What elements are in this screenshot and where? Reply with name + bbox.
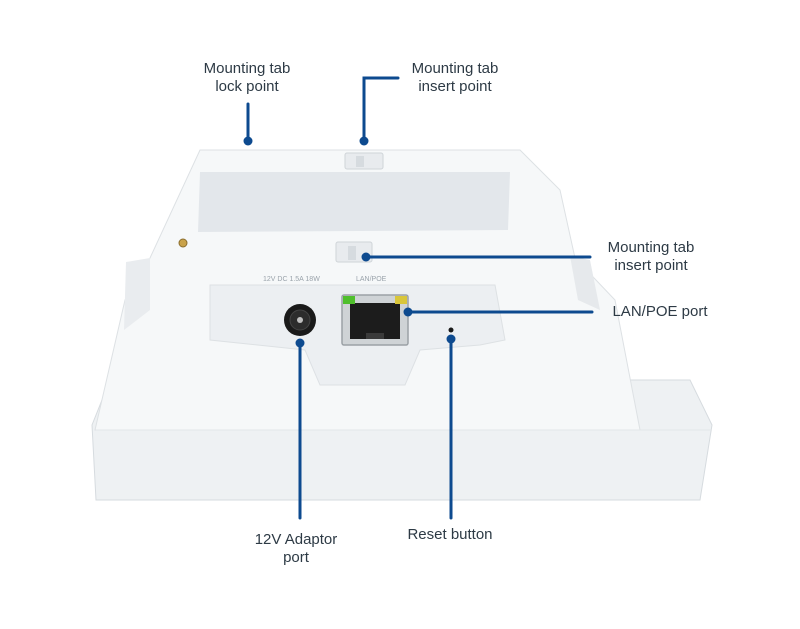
callout-insert-top-line2: insert point: [418, 78, 492, 95]
mounting-tab-slot-top: [344, 152, 384, 170]
callout-insert-middle: Mounting tab insert point: [590, 239, 712, 275]
callout-insert-middle-line2: insert point: [614, 257, 688, 274]
reset-pinhole: [448, 327, 454, 333]
leader-insert-top: [362, 76, 400, 143]
lan-legend-text: LAN/POE: [356, 276, 387, 283]
port-led-green: [343, 296, 355, 304]
callout-adaptor-line2: port: [283, 549, 309, 566]
callout-insert-top: Mounting tab insert point: [394, 60, 516, 96]
callout-lock-point-line2: lock point: [215, 78, 279, 95]
callout-insert-top-line1: Mounting tab: [411, 60, 499, 77]
callout-lock-point-line1: Mounting tab: [203, 60, 291, 77]
left-side-fin: [124, 258, 150, 330]
callout-adaptor-line1: 12V Adaptor: [254, 531, 338, 548]
callout-adaptor: 12V Adaptor port: [236, 531, 356, 567]
port-led-amber: [395, 296, 407, 304]
rj45-port: [341, 294, 409, 346]
label-panel: [198, 172, 510, 232]
dc-power-jack: [284, 304, 316, 336]
screw-hole: [178, 238, 188, 248]
callout-insert-middle-line1: Mounting tab: [607, 239, 695, 256]
leader-dot-reset: [446, 334, 456, 344]
callout-lan-poe: LAN/POE port: [598, 303, 722, 321]
leader-dot-insert-middle: [361, 252, 371, 262]
callout-lock-point: Mounting tab lock point: [186, 60, 308, 96]
leader-dot-lan: [403, 307, 413, 317]
callout-reset: Reset button: [390, 526, 510, 544]
leader-dot-insert-top: [359, 136, 369, 146]
access-point-device: 12V DC 1.5A 18W LAN/POE: [91, 149, 713, 501]
right-side-fin: [570, 256, 600, 310]
power-legend-text: 12V DC 1.5A 18W: [263, 276, 320, 283]
leader-dot-adaptor: [295, 338, 305, 348]
callout-lan-poe-line1: LAN/POE port: [612, 303, 708, 320]
leader-dots: [243, 136, 456, 348]
leader-dot-lock: [243, 136, 253, 146]
callout-reset-line1: Reset button: [407, 526, 493, 543]
leader-lines: [246, 76, 594, 520]
